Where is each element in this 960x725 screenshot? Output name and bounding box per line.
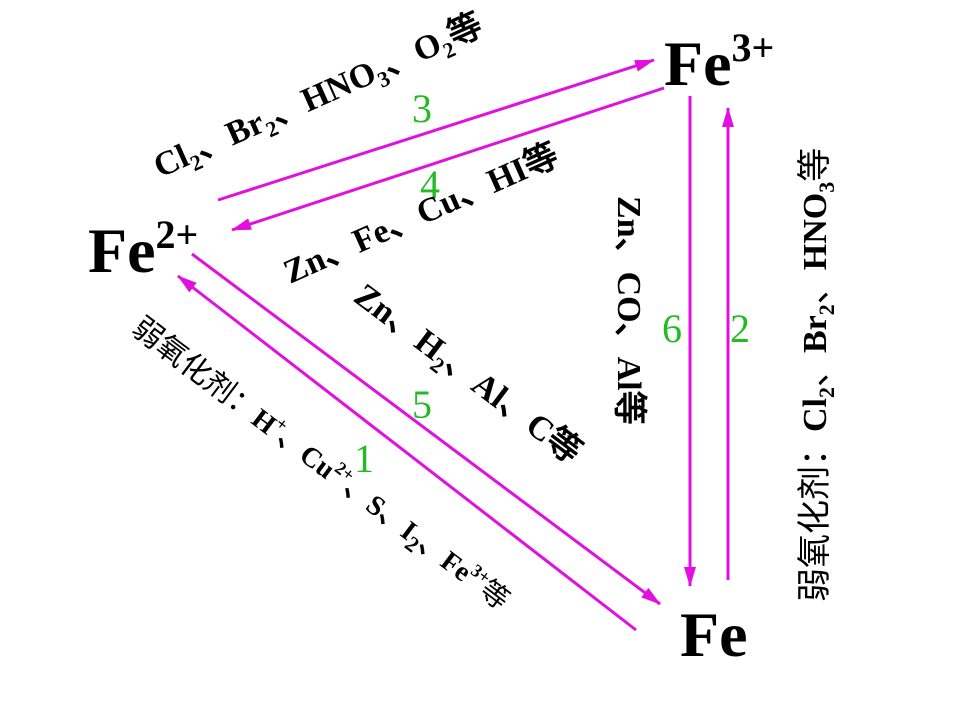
reagent-label-5: Zn、H2、Al、C等 <box>344 276 588 475</box>
node-fe3: Fe3+ <box>664 25 774 99</box>
node-fe: Fe <box>680 599 748 670</box>
arrow-1-fe-to-fe2 <box>177 274 637 632</box>
arrow-number-1: 1 <box>354 436 374 481</box>
arrow-number-5: 5 <box>412 382 432 427</box>
reagent-label-4: Zn、Fe、Cu、HI等 <box>278 136 564 291</box>
arrow-3-fe2-to-fe3 <box>217 58 655 202</box>
arrow-5-fe2-to-fe <box>191 252 661 606</box>
arrow-number-3: 3 <box>412 86 432 131</box>
arrow-4-fe3-to-fe2 <box>231 86 665 232</box>
reagent-label-2: 弱氧化剂：Cl2、Br2、HNO3等 <box>796 148 839 602</box>
node-fe2: Fe2+ <box>88 212 198 286</box>
arrow-number-6: 6 <box>662 306 682 351</box>
arrow-number-2: 2 <box>730 306 750 351</box>
arrow-number-4: 4 <box>420 162 440 207</box>
reagent-label-6: Zn、CO、Al等 <box>610 196 648 425</box>
